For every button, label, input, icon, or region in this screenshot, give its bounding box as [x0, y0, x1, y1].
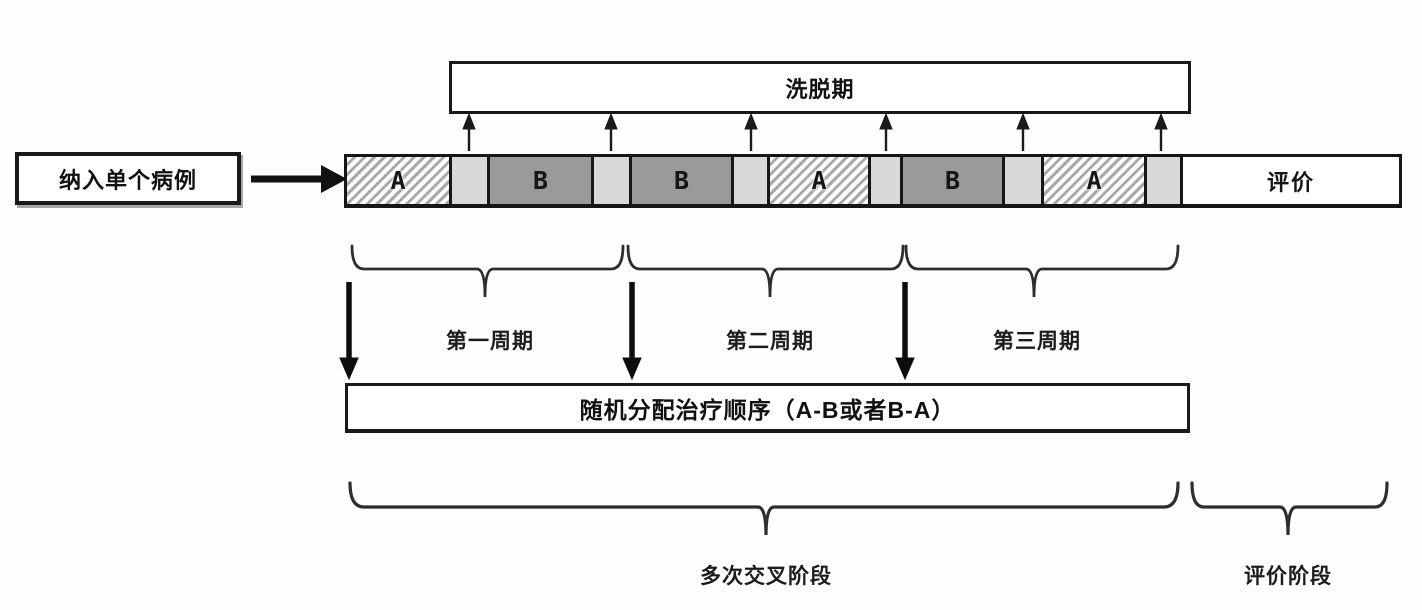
washout-slot-6 [1147, 157, 1180, 204]
evaluation-phase-brace [1190, 481, 1389, 536]
washout-arrows [462, 112, 1168, 151]
washout-arrow-4 [879, 112, 893, 151]
cycle-braces [350, 244, 1180, 298]
cycle-3-brace [904, 244, 1180, 298]
washout-arrow-6 [1154, 112, 1168, 151]
washout-slot-1 [452, 157, 487, 204]
washout-arrow-3 [744, 112, 758, 151]
cycle-2-brace [626, 244, 905, 298]
washout-arrow-5 [1016, 112, 1030, 151]
evaluation-phase-label: 评价阶段 [1244, 565, 1332, 588]
washout-slot-3 [734, 157, 767, 204]
treatment-block-b-3: B [900, 157, 1005, 204]
assignment-arrows [339, 282, 915, 381]
treatment-block-b-1: B [487, 157, 594, 204]
assignment-arrow-2 [622, 282, 642, 381]
washout-arrow-2 [604, 112, 618, 151]
assignment-arrow-3 [895, 282, 915, 381]
flow-arrow [251, 165, 347, 193]
cycle-1-brace [350, 244, 625, 298]
crossover-phase-label: 多次交叉阶段 [700, 565, 832, 588]
enroll-box: 纳入单个病例 [15, 152, 241, 205]
washout-slot-4 [871, 157, 900, 204]
assignment-arrow-1 [339, 282, 359, 381]
cycle-3-label: 第三周期 [993, 330, 1081, 353]
treatment-block-a-1: A [347, 157, 452, 204]
randomization-box: 随机分配治疗顺序（A-B或者B-A） [345, 383, 1190, 433]
treatment-block-a-2: A [767, 157, 871, 204]
treatment-sequence-strip: A B B A B A 评价 [344, 154, 1402, 208]
washout-period-box: 洗脱期 [449, 61, 1191, 114]
treatment-block-b-2: B [629, 157, 734, 204]
cycle-1-label: 第一周期 [446, 330, 534, 353]
enroll-label: 纳入单个病例 [58, 167, 197, 193]
treatment-block-a-3: A [1041, 157, 1147, 204]
evaluation-block: 评价 [1180, 157, 1399, 204]
washout-slot-5 [1005, 157, 1041, 204]
washout-label: 洗脱期 [785, 76, 855, 102]
crossover-phase-brace [348, 481, 1180, 536]
cycle-2-label: 第二周期 [726, 330, 814, 353]
washout-slot-2 [594, 157, 629, 204]
washout-arrow-1 [462, 112, 476, 151]
phase-braces [348, 481, 1389, 536]
randomization-label: 随机分配治疗顺序（A-B或者B-A） [579, 396, 956, 423]
